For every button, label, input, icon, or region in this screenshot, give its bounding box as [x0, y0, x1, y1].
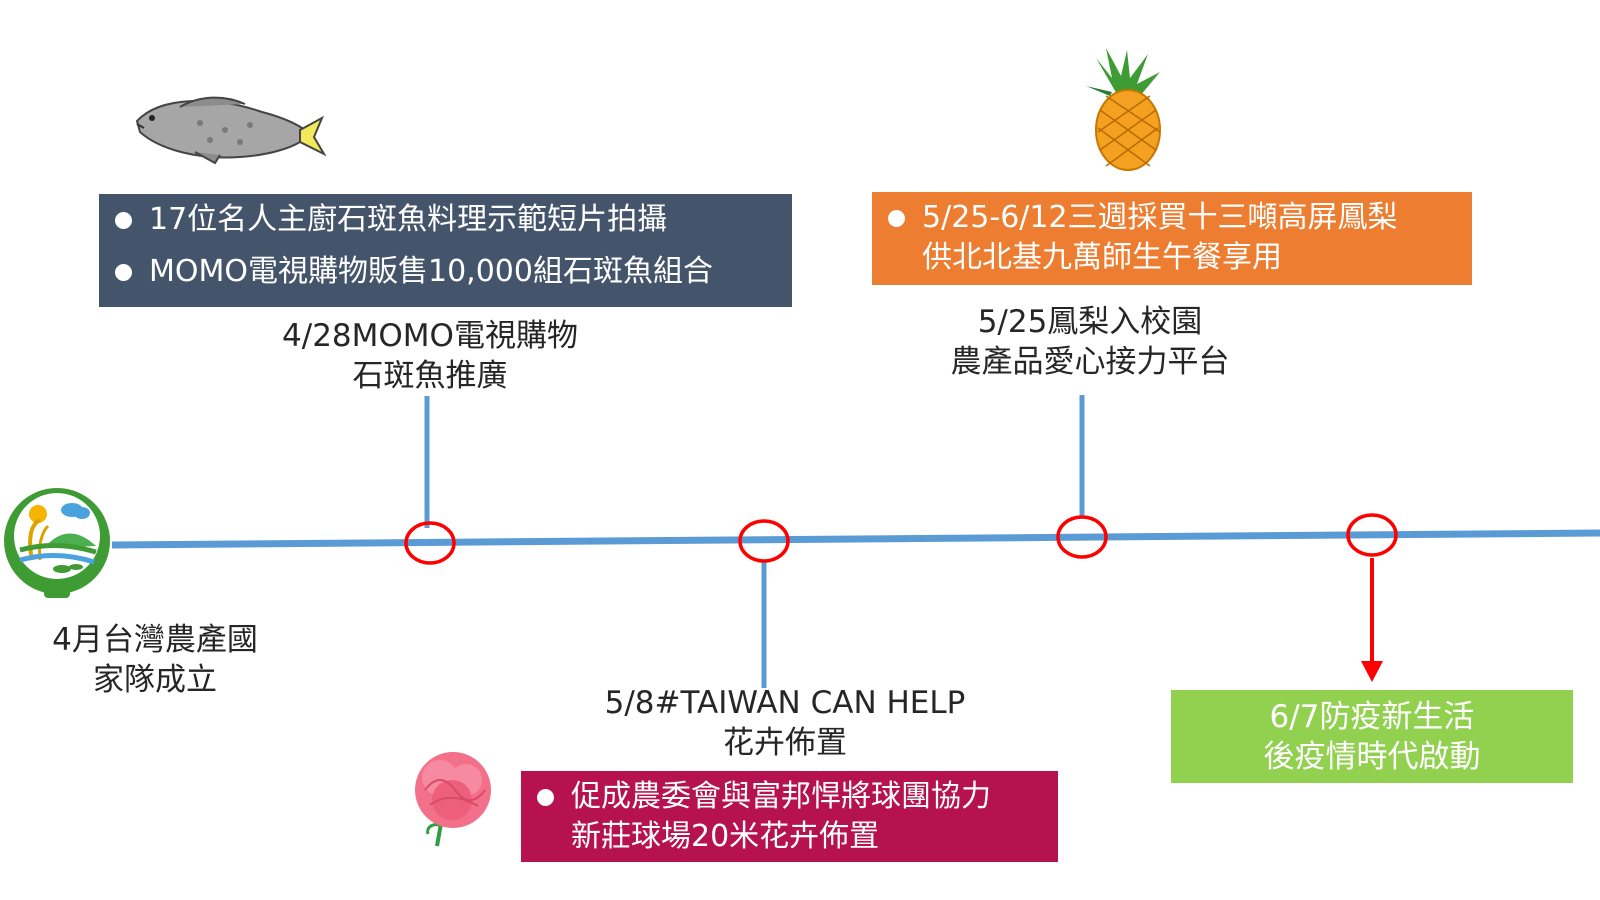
- milestone-circle-4: [1346, 513, 1398, 557]
- event-3-detail-line2: 供北北基九萬師生午餐享用: [922, 240, 1282, 275]
- milestone-circle-2: [738, 519, 790, 563]
- event-1-detail-box: 17位名人主廚石斑魚料理示範短片拍攝 MOMO電視購物販售10,000組石斑魚組…: [99, 194, 792, 307]
- event-3-title: 5/25鳳梨入校園 農產品愛心接力平台: [920, 302, 1260, 382]
- event-2-bullet-item: 促成農委會與富邦悍將球團協力: [521, 777, 1058, 817]
- arrow-event-4: [1361, 558, 1383, 682]
- timeline-axis: [111, 529, 1600, 549]
- event-2-title: 5/8#TAIWAN CAN HELP 花卉佈置: [575, 683, 995, 763]
- start-label: 4月台灣農產國 家隊成立: [20, 620, 290, 700]
- milestone-circle-3: [1056, 515, 1108, 559]
- event-1-bullet-text: 17位名人主廚石斑魚料理示範短片拍攝: [149, 202, 668, 237]
- event-3-title-line1: 5/25鳳梨入校園: [977, 304, 1203, 340]
- event-2-title-line2: 花卉佈置: [723, 725, 847, 761]
- event-4-detail-box: 6/7防疫新生活 後疫情時代啟動: [1171, 690, 1573, 783]
- event-1-bullet-item: 17位名人主廚石斑魚料理示範短片拍攝: [99, 200, 792, 252]
- event-1-title-line2: 石斑魚推廣: [352, 358, 508, 394]
- start-label-line2: 家隊成立: [93, 662, 217, 698]
- grouper-fish-icon: [135, 96, 327, 165]
- milestone-circle-1: [404, 521, 456, 565]
- event-1-bullet-text: MOMO電視購物販售10,000組石斑魚組合: [149, 254, 713, 289]
- event-3-detail-box: 5/25-6/12三週採買十三噸高屏鳳梨 供北北基九萬師生午餐享用: [872, 192, 1472, 285]
- bullet-icon: [115, 264, 132, 281]
- event-3-title-line2: 農產品愛心接力平台: [950, 344, 1230, 380]
- event-2-detail-line2: 新莊球場20米花卉佈置: [571, 819, 880, 854]
- start-label-line1: 4月台灣農產國: [52, 622, 258, 658]
- event-3-detail-line1: 5/25-6/12三週採買十三噸高屏鳳梨: [922, 200, 1398, 235]
- bullet-icon: [115, 212, 132, 229]
- event-2-title-line1: 5/8#TAIWAN CAN HELP: [604, 685, 966, 721]
- pineapple-icon: [1086, 48, 1161, 171]
- bullet-icon: [537, 789, 554, 806]
- event-1-bullet-item: MOMO電視購物販售10,000組石斑魚組合: [99, 252, 792, 304]
- bullet-icon: [888, 210, 905, 227]
- event-4-detail-line1: 6/7防疫新生活: [1269, 699, 1475, 735]
- event-1-title-line1: 4/28MOMO電視購物: [282, 318, 578, 354]
- event-1-title: 4/28MOMO電視購物 石斑魚推廣: [250, 316, 610, 396]
- agriculture-council-logo-icon: [4, 488, 110, 598]
- event-4-detail-line2: 後疫情時代啟動: [1263, 739, 1481, 775]
- event-3-bullet-item: 5/25-6/12三週採買十三噸高屏鳳梨: [872, 198, 1472, 238]
- event-2-detail-box: 促成農委會與富邦悍將球團協力 新莊球場20米花卉佈置: [521, 771, 1058, 862]
- event-2-detail-continuation: 新莊球場20米花卉佈置: [521, 817, 1058, 857]
- event-2-detail-line1: 促成農委會與富邦悍將球團協力: [571, 779, 991, 814]
- carnation-flower-icon: [415, 752, 491, 847]
- event-3-detail-continuation: 供北北基九萬師生午餐享用: [872, 238, 1472, 278]
